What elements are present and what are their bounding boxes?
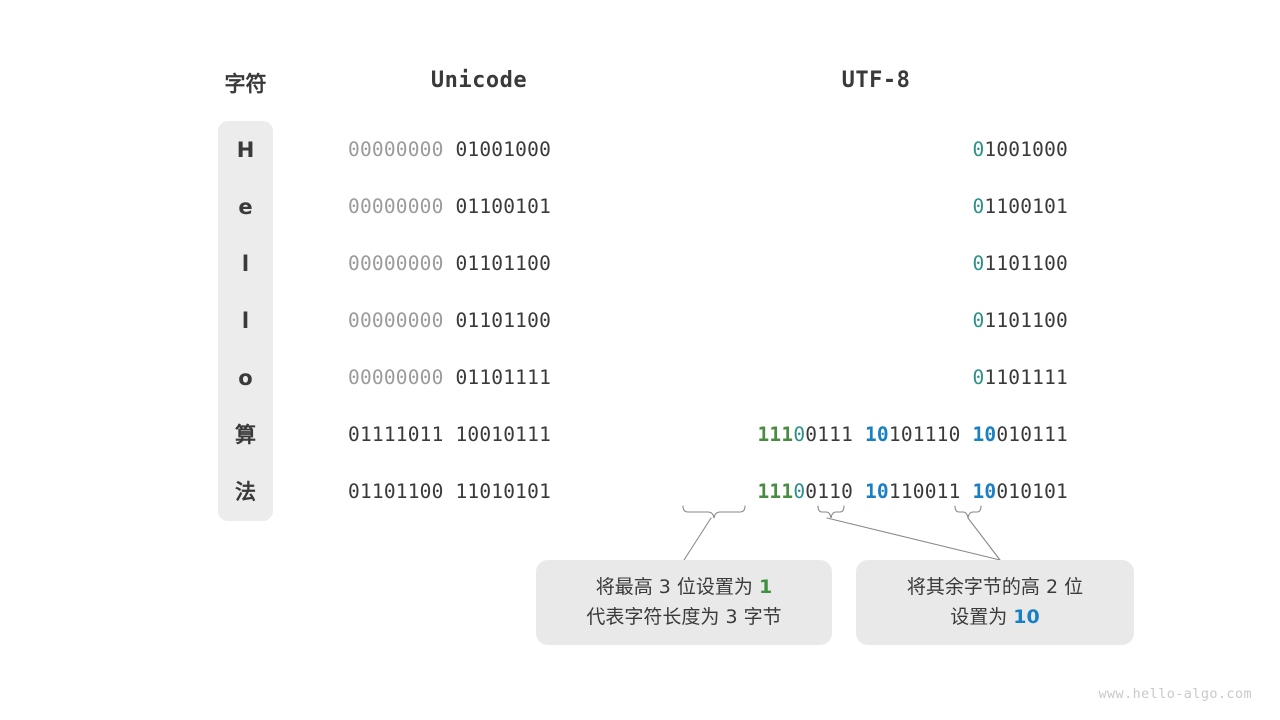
leader-line-3 — [967, 517, 1001, 561]
utf8-prefix-bits: 111 — [757, 480, 794, 503]
byte-separator — [853, 480, 865, 503]
leader-line-1 — [683, 517, 712, 561]
byte-separator — [853, 423, 865, 446]
utf8-payload-bits: 1101100 — [984, 252, 1068, 275]
utf8-cell: 01101100 — [628, 249, 1068, 279]
utf8-prefix-bits: 0 — [972, 195, 985, 218]
utf8-payload-bits: 110011 — [888, 480, 961, 503]
byte-separator — [961, 423, 973, 446]
utf8-cell: 01100101 — [628, 192, 1068, 222]
unicode-low-byte: 10010111 — [455, 423, 552, 446]
utf8-prefix-terminator-bit: 0 — [793, 480, 806, 503]
callout-2-line-2-text: 设置为 — [950, 605, 1014, 628]
utf8-prefix-bits: 0 — [972, 252, 985, 275]
unicode-high-byte: 01111011 — [348, 423, 444, 446]
column-header-character: 字符 — [224, 72, 267, 96]
callout-2-line-1: 将其余字节的高 2 位 — [906, 576, 1084, 599]
unicode-low-byte: 01101111 — [455, 366, 552, 389]
unicode-high-byte: 00000000 — [348, 252, 444, 275]
utf8-payload-bits: 010101 — [996, 480, 1068, 503]
byte-separator — [444, 480, 456, 503]
utf8-payload-bits: 010111 — [996, 423, 1068, 446]
unicode-cell: 00000000 01101100 — [348, 306, 610, 336]
unicode-cell: 00000000 01100101 — [348, 192, 610, 222]
watermark: www.hello-algo.com — [1098, 686, 1252, 702]
utf8-payload-bits: 1101100 — [984, 309, 1068, 332]
callout-1-line-1: 将最高 3 位设置为 1 — [596, 573, 772, 602]
brace-leading-bits — [682, 505, 746, 519]
byte-separator — [444, 423, 456, 446]
character-cell: l — [241, 309, 250, 333]
character-cell: o — [238, 366, 253, 390]
utf8-payload-bits: 1100101 — [984, 195, 1068, 218]
utf8-prefix-bits: 0 — [972, 309, 985, 332]
character-cell: l — [241, 252, 250, 276]
character-cell: 算 — [235, 423, 256, 447]
utf8-prefix-bits: 10 — [972, 480, 997, 503]
character-cell: H — [236, 138, 255, 162]
character-cell: 法 — [235, 480, 256, 504]
unicode-high-byte: 00000000 — [348, 138, 444, 161]
utf8-payload-bits: 0110 — [805, 480, 854, 503]
byte-separator — [444, 252, 456, 275]
unicode-high-byte: 00000000 — [348, 366, 444, 389]
callout-1-line-2: 代表字符长度为 3 字节 — [586, 605, 782, 628]
character-cell: e — [238, 195, 253, 219]
utf8-payload-bits: 1101111 — [984, 366, 1068, 389]
utf8-cell: 01101111 — [628, 363, 1068, 393]
unicode-high-byte: 00000000 — [348, 309, 444, 332]
utf8-payload-bits: 101110 — [888, 423, 961, 446]
unicode-low-byte: 01101100 — [455, 309, 552, 332]
unicode-low-byte: 01001000 — [455, 138, 552, 161]
byte-separator — [444, 366, 456, 389]
utf8-payload-bits: 1001000 — [984, 138, 1068, 161]
utf8-prefix-bits: 0 — [972, 366, 985, 389]
brace-continuation-2 — [954, 505, 982, 519]
unicode-low-byte: 01101100 — [455, 252, 552, 275]
byte-separator — [444, 195, 456, 218]
utf8-prefix-bits: 0 — [972, 138, 985, 161]
utf8-cell: 01101100 — [628, 306, 1068, 336]
byte-separator — [444, 138, 456, 161]
utf8-prefix-bits: 10 — [864, 480, 889, 503]
brace-continuation-1 — [817, 505, 845, 519]
unicode-cell: 00000000 01001000 — [348, 135, 610, 165]
unicode-cell: 00000000 01101111 — [348, 363, 610, 393]
utf8-prefix-terminator-bit: 0 — [793, 423, 806, 446]
byte-separator — [444, 309, 456, 332]
column-header-utf8: UTF-8 — [841, 68, 911, 93]
utf8-cell: 11100111 10101110 10010111 — [628, 420, 1068, 450]
column-header-unicode: Unicode — [430, 68, 528, 93]
unicode-cell: 01101100 11010101 — [348, 477, 610, 507]
callout-1-line-1-text: 将最高 3 位设置为 — [595, 576, 759, 599]
character-column-panel — [218, 121, 273, 521]
utf8-cell: 01001000 — [628, 135, 1068, 165]
utf8-prefix-bits: 10 — [864, 423, 889, 446]
utf8-payload-bits: 0111 — [805, 423, 854, 446]
callout-leading-bits: 将最高 3 位设置为 1 代表字符长度为 3 字节 — [536, 560, 832, 645]
leader-line-2 — [826, 517, 1001, 561]
utf8-cell: 11100110 10110011 10010101 — [628, 477, 1068, 507]
unicode-cell: 01111011 10010111 — [348, 420, 610, 450]
unicode-cell: 00000000 01101100 — [348, 249, 610, 279]
utf8-prefix-bits: 10 — [972, 423, 997, 446]
unicode-high-byte: 01101100 — [348, 480, 444, 503]
utf8-prefix-bits: 111 — [757, 423, 794, 446]
callout-1-highlight: 1 — [758, 576, 773, 599]
callout-2-line-2: 设置为 10 — [950, 603, 1040, 632]
callout-2-highlight: 10 — [1013, 605, 1040, 628]
callout-continuation-bits: 将其余字节的高 2 位 设置为 10 — [856, 560, 1134, 645]
unicode-low-byte: 01100101 — [455, 195, 552, 218]
unicode-low-byte: 11010101 — [455, 480, 552, 503]
byte-separator — [961, 480, 973, 503]
unicode-high-byte: 00000000 — [348, 195, 444, 218]
